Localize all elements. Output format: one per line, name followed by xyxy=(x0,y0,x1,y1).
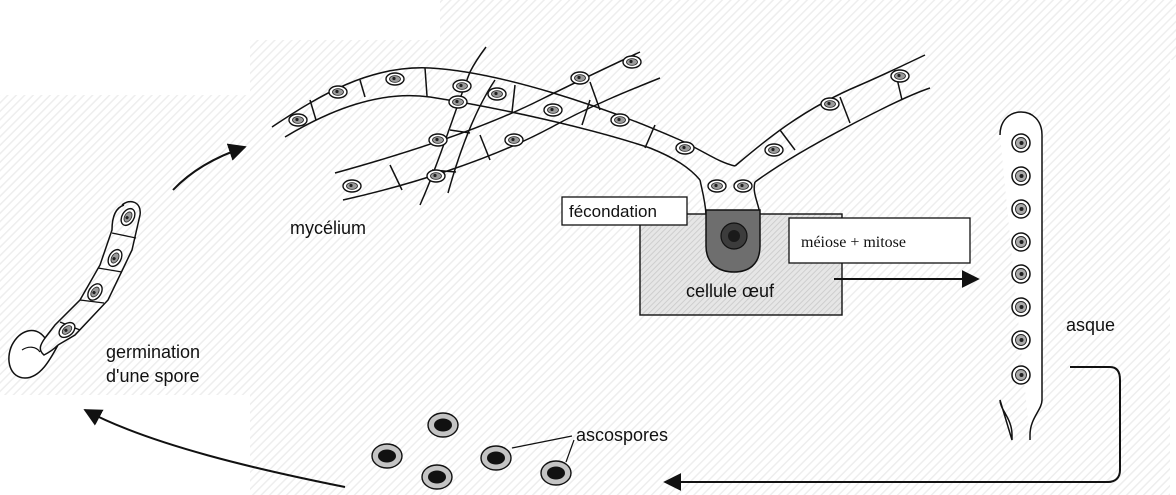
ascospore-nucleus-icon xyxy=(1012,331,1030,349)
nucleus-icon xyxy=(343,180,361,192)
nucleus-icon xyxy=(708,180,726,192)
ascospore-nucleus-icon xyxy=(1012,200,1030,218)
nucleus-icon xyxy=(676,142,694,154)
germination-label-line1: germination xyxy=(106,342,200,362)
asque-label: asque xyxy=(1066,315,1115,335)
nucleus-icon xyxy=(734,180,752,192)
ascospore-nucleus-icon xyxy=(1012,298,1030,316)
fecondation-label: fécondation xyxy=(569,202,657,221)
ascospore-icon xyxy=(428,413,458,437)
ascospore-nucleus-icon xyxy=(1012,265,1030,283)
nucleus-icon xyxy=(765,144,783,156)
nucleus-icon xyxy=(505,134,523,146)
cellule-oeuf-label: cellule œuf xyxy=(686,281,775,301)
ascospore-icon xyxy=(372,444,402,468)
ascospore-nucleus-icon xyxy=(1012,134,1030,152)
nucleus-icon xyxy=(571,72,589,84)
nucleus-icon xyxy=(386,73,404,85)
nucleus-icon xyxy=(891,70,909,82)
ascospores-label: ascospores xyxy=(576,425,668,445)
nucleus-icon xyxy=(289,114,307,126)
nucleus-icon xyxy=(611,114,629,126)
ascospore-nucleus-icon xyxy=(1012,366,1030,384)
nucleus-icon xyxy=(821,98,839,110)
nucleus-icon xyxy=(544,104,562,116)
nucleus-icon xyxy=(429,134,447,146)
ascospore-nucleus-icon xyxy=(1012,233,1030,251)
nucleus-icon xyxy=(623,56,641,68)
mycelium-label: mycélium xyxy=(290,218,366,238)
nucleus-icon xyxy=(449,96,467,108)
meiose-mitose-label: méiose + mitose xyxy=(801,234,906,251)
ascospore-icon xyxy=(422,465,452,489)
nucleus-icon xyxy=(427,170,445,182)
germination-label-line2: d'une spore xyxy=(106,366,200,386)
nucleus-icon xyxy=(488,88,506,100)
nucleus-icon xyxy=(453,80,471,92)
nucleus-icon xyxy=(329,86,347,98)
ascospore-icon xyxy=(541,461,571,485)
ascospore-icon xyxy=(481,446,511,470)
ascospore-nucleus-icon xyxy=(1012,167,1030,185)
